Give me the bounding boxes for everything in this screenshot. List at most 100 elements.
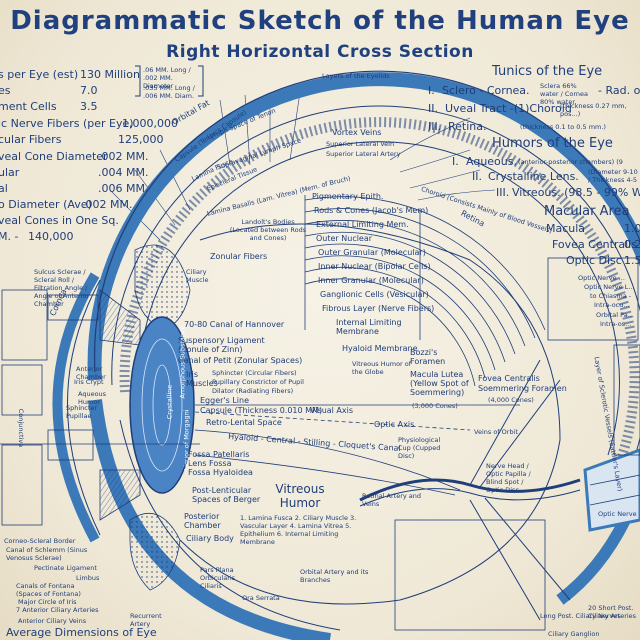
tunic-text: Uveal Tract -(1)Choroid [445,102,572,115]
humor-text: Vitreous. (98.5 - 99% W [512,186,640,199]
label-ciliary-ganglion: Ciliary Ganglion [548,630,600,638]
stat-value: .006 MM. [98,182,149,195]
humor-num: II. [472,170,482,183]
label-retro-lental: Retro-Lental Space [206,418,282,427]
label-canal-schlemm: Canal of Schlemm (Sinus Venosus Sclerae) [6,546,88,562]
tunic-radius-note: - Rad. of [598,84,640,97]
stat-value: 130 Million [80,68,140,81]
label-retinal-artery: Retinal Artery and Veins [362,492,422,508]
label-iris-muscles: Iris Muscles [186,370,218,388]
label-ext-limiting: External Limiting Mem. [316,220,409,229]
label-recurrent-artery: Recurrent Artery [130,612,162,628]
humor-aqueous-note: (anterior-posterior chambers) (9 [518,158,623,166]
label-outer-nuclear: Outer Nuclear [316,234,373,243]
macular-value: 1.0 [624,222,640,235]
stat-label: ic Nerve Fibers (per Eye) [0,117,134,130]
label-ant-ciliary-veins: Anterior Ciliary Veins [18,617,87,625]
macular-note: Orbital Pa... [596,311,634,319]
tunics-heading: Tunics of the Eye [492,64,603,79]
stat-value: 3.5 [80,100,98,113]
label-average-dims: Average Dimensions of Eye [6,626,157,639]
label-capsule-lens: Capsule (Thickness 0.010 MM) [200,406,323,415]
label-optic-axis: Optic Axis [374,420,415,429]
ciliary-body-shape [134,244,191,331]
tunic-retina-note: (thickness 0.1 to 0.5 mm.) [520,123,606,131]
stat-value: 125,000 [118,133,164,146]
label-inner-granular: Inner Granular (Molecular) [318,276,424,285]
label-vitreous-humor: Vitreous Humor [275,482,325,510]
label-eggers: Egger's Line [200,396,250,405]
lens-shape [129,316,195,494]
label-fovea-centralis: Fovea Centralis [478,374,540,383]
label-sulcus: Sulcus Sclerae / Scleral Roll / Filtrati… [34,268,90,308]
label-iris-crypt: Iris Crypt [74,378,104,386]
label-nerve-head: Nerve Head / Optic Papilla / Blind Spot … [486,462,531,494]
label-sup-lat-artery: Superior Lateral Artery [326,150,401,158]
macular-note: Optic Nerve ... [578,274,625,282]
macular-label: Macula [546,222,586,235]
label-zonular: Zonular Fibers [210,252,268,261]
label-aqueous-humor: Aqueous Humor [78,390,107,406]
tunic-num: II. [428,102,438,115]
label-sup-lat-vein: Superior Lateral Vein [326,140,395,148]
label-ciliary-muscle: Ciliary Muscle [186,268,209,284]
label-canal-hannover: 70-80 Canal of Hannover [184,320,285,329]
page-subtitle: Right Horizontal Cross Section [166,42,474,62]
label-visual-axis: Visual Axis [310,406,354,415]
stat-label: ular [0,166,20,179]
stat-label: s per Eye (est) [0,68,79,81]
macular-value: 0.2 [624,238,640,251]
macular-value: 1.5 [624,254,640,267]
label-amorphous: Amorphous Substance [178,325,187,399]
label-veins-orbit: Veins of Orbit [474,428,518,436]
label-pars-plana: Pars Plana Orbicularis Ciliaris [200,566,236,590]
humors-heading: Humors of the Eye [492,136,613,151]
tunic-text: Retina. [448,120,487,133]
optic-nerve-sheath [583,448,640,532]
tunic-text: Sclero - Cornea. [442,84,530,97]
label-conjunctiva: Conjunctiva [17,408,26,448]
label-sphincter: Sphincter (Circular Fibers) [212,369,297,377]
label-post-chamber: Posterior Chamber [184,512,221,530]
macular-heading: Macular Area [544,204,630,219]
label-sphincter-pupil: Sphincter Pupillae [66,404,98,420]
label-fossa: Fossa Patellaris Lens Fossa Fossa Hyaloi… [188,450,253,477]
stat-value: .002 MM. [82,198,133,211]
label-long-post-ciliary: Long Post. Ciliary Nerves [540,612,621,620]
macular-note: Intra-ocu... [594,301,630,309]
optic-nerve-vessels [359,359,581,621]
label-crystalline: Crystalline [165,384,174,420]
stat-value: 1,000,000 [122,117,178,130]
label-int-limiting: Internal Limiting Membrane [336,318,402,336]
stat-label: veal Cone Diameter [0,150,108,163]
humor-num: III. [496,186,510,199]
label-pupillary: Pupillary Constrictor of Pupil [212,378,304,386]
macular-label: Optic Disc [566,254,622,267]
tunic-sclera-note: Sclera 66% water / Cornea 80% water [540,82,589,106]
humor-lens-note: (Diameter 9-10 / Thickness 4-5 [588,168,638,184]
label-ciliary-list: 1. Lamina Fusca 2. Ciliary Muscle 3. Vas… [240,514,357,546]
tunic-num: I. [428,84,435,97]
stat-label: ment Cells [0,100,57,113]
stat-label: veal Cones in One Sq. [0,214,119,227]
label-inner-nuclear: Inner Nuclear (Bipolar Cells) [318,262,431,271]
label-dilator: Dilator (Radiating Fibers) [212,387,294,395]
label-vortex: Vortex Veins [332,128,382,137]
label-pigment-epith: Pigmentary Epith. [312,192,384,201]
label-rods-cones: Rods & Cones (Jacob's Mem) [314,206,429,215]
stat-label: es [0,84,11,97]
label-pectinate: Pectinate Ligament [34,564,97,572]
right-boxes [394,257,640,631]
globe-inner [179,223,561,605]
stat-label: M. - [0,230,19,243]
stat-value: 7.0 [80,84,98,97]
label-cones-3000: (3,000 Cones) [412,402,458,410]
label-corneo-scleral: Corneo-Scleral Border [4,537,76,545]
macular-note: to Chiasma - [590,292,632,300]
stat-bracket-bottom: .035 MM. Long / .006 MM. Diam. [143,84,195,100]
label-hyaloid-mem: Hyaloid Membrane [342,344,418,353]
macular-note: Optic Nerve L... [584,283,635,291]
label-outer-granular: Outer Granular (Molecular) [318,248,426,257]
label-vitreous-globe: Vitreous Humor of the Globe [352,360,412,376]
